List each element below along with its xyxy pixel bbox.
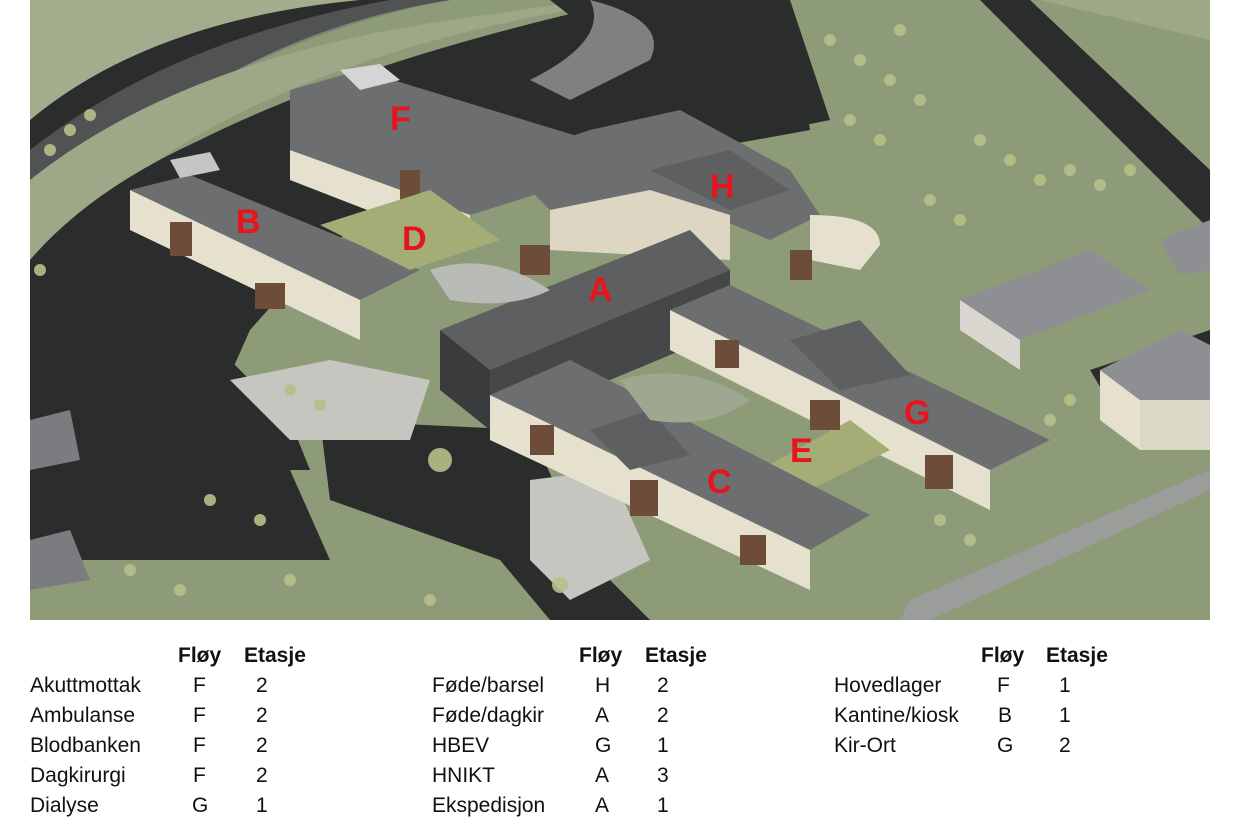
department-name: HBEV [432, 734, 490, 757]
column-header-wing: Fløy [981, 644, 1025, 667]
wing-value: F [193, 764, 206, 787]
wing-value: F [193, 674, 206, 697]
floor-value: 1 [1059, 704, 1071, 727]
floor-value: 1 [1059, 674, 1071, 697]
floor-value: 1 [256, 794, 268, 817]
wing-label-g: G [904, 394, 931, 432]
wing-value: G [997, 734, 1014, 757]
wing-value: F [193, 704, 206, 727]
department-name: Føde/barsel [432, 674, 545, 697]
wing-label-e: E [790, 432, 813, 470]
hospital-aerial-rendering: F B D H A G E C [30, 0, 1210, 620]
department-name: Hovedlager [834, 674, 942, 697]
column-header-floor: Etasje [1046, 644, 1108, 667]
department-name: Føde/dagkir [432, 704, 545, 727]
wing-value: G [192, 794, 209, 817]
wing-value: F [193, 734, 206, 757]
column-header-wing: Fløy [579, 644, 623, 667]
floor-value: 2 [256, 764, 268, 787]
department-name: Dialyse [30, 794, 99, 817]
floor-value: 2 [1059, 734, 1071, 757]
floor-value: 2 [256, 704, 268, 727]
wing-value: G [595, 734, 612, 757]
department-name: Blodbanken [30, 734, 141, 757]
department-name: Ambulanse [30, 704, 136, 727]
wing-value: A [595, 794, 610, 817]
floor-value: 2 [256, 674, 268, 697]
wing-value: F [997, 674, 1010, 697]
wing-value: A [595, 704, 610, 727]
campus-illustration [30, 0, 1210, 620]
department-name: Kir-Ort [834, 734, 896, 757]
department-name: Kantine/kiosk [834, 704, 959, 727]
wing-label-c: C [707, 463, 732, 501]
floor-value: 2 [256, 734, 268, 757]
department-name: Akuttmottak [30, 674, 141, 697]
department-name: Dagkirurgi [30, 764, 126, 787]
wing-value: A [595, 764, 610, 787]
floor-value: 3 [657, 764, 669, 787]
wing-value: H [595, 674, 611, 697]
wing-label-h: H [710, 168, 735, 206]
department-name: Ekspedisjon [432, 794, 546, 817]
floor-value: 1 [657, 794, 669, 817]
column-header-wing: Fløy [178, 644, 222, 667]
floor-value: 2 [657, 704, 669, 727]
column-header-floor: Etasje [645, 644, 707, 667]
wing-label-f: F [390, 100, 411, 138]
department-name: HNIKT [432, 764, 495, 787]
wing-value: B [998, 704, 1013, 727]
floor-value: 1 [657, 734, 669, 757]
wing-label-d: D [402, 220, 427, 258]
column-header-floor: Etasje [244, 644, 306, 667]
wing-label-b: B [236, 203, 261, 241]
wing-label-a: A [588, 271, 613, 309]
floor-value: 2 [657, 674, 669, 697]
